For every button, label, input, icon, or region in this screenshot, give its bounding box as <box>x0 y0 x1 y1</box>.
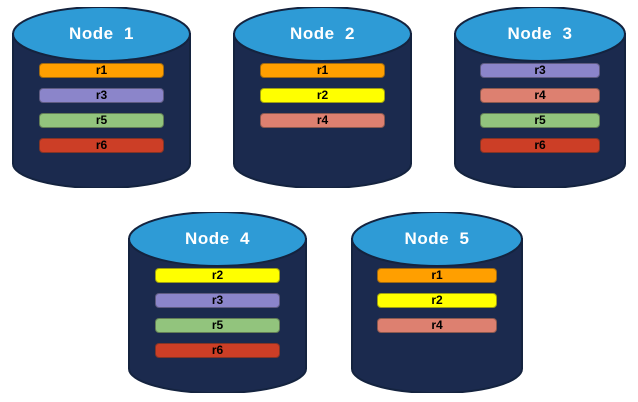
node-5-records: r1 r2 r4 <box>350 268 524 333</box>
node-1-records: r1 r3 r5 r6 <box>11 63 192 153</box>
record-bar-r1[interactable]: r1 <box>39 63 164 78</box>
node-2-records: r1 r2 r4 <box>232 63 413 128</box>
record-bar-r2[interactable]: r2 <box>155 268 280 283</box>
record-bar-r3[interactable]: r3 <box>39 88 164 103</box>
record-bar-r2[interactable]: r2 <box>377 293 497 308</box>
cylinder-top-ellipse <box>128 212 307 267</box>
record-bar-r5[interactable]: r5 <box>39 113 164 128</box>
record-bar-r3[interactable]: r3 <box>155 293 280 308</box>
cylinder-top-ellipse <box>233 7 412 62</box>
record-bar-r5[interactable]: r5 <box>480 113 600 128</box>
node-4-records: r2 r3 r5 r6 <box>127 268 308 358</box>
record-bar-r4[interactable]: r4 <box>377 318 497 333</box>
cylinder-top-ellipse <box>351 212 523 267</box>
cylinder-top-ellipse <box>12 7 191 62</box>
record-bar-r4[interactable]: r4 <box>480 88 600 103</box>
record-bar-r6[interactable]: r6 <box>39 138 164 153</box>
record-bar-r5[interactable]: r5 <box>155 318 280 333</box>
record-bar-r3[interactable]: r3 <box>480 63 600 78</box>
record-bar-r1[interactable]: r1 <box>377 268 497 283</box>
record-bar-r1[interactable]: r1 <box>260 63 385 78</box>
record-bar-r4[interactable]: r4 <box>260 113 385 128</box>
node-3-records: r3 r4 r5 r6 <box>453 63 627 153</box>
cylinder-top-ellipse <box>454 7 626 62</box>
record-bar-r6[interactable]: r6 <box>155 343 280 358</box>
record-bar-r6[interactable]: r6 <box>480 138 600 153</box>
record-bar-r2[interactable]: r2 <box>260 88 385 103</box>
